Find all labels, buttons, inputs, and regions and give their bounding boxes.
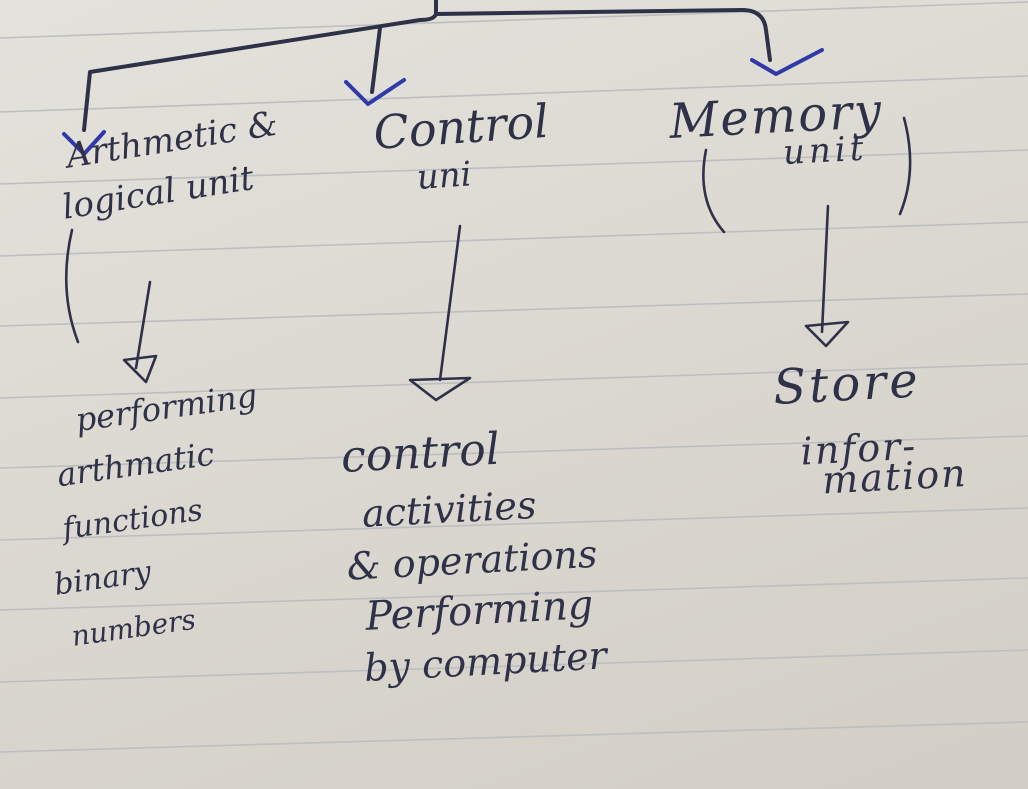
hand-brackets [64,116,912,344]
unit-alu-description-line-3: functions [60,492,205,548]
unit-alu-description-line-2: arthmatic [54,434,217,495]
unit-control-description-line-4: Performing [364,582,595,640]
unit-memory-description: Store infor- mation [771,352,969,502]
unit-control-description-line-1: control [339,423,501,483]
down-arrows [122,204,850,402]
unit-memory-title: Memory unit [668,83,886,176]
unit-alu-description-line-4: binary [52,554,154,603]
unit-control-description-line-3: & operations [345,531,599,589]
unit-control-title-line-1: Control [371,93,551,160]
unit-memory-description-line-1: Store [771,352,922,416]
unit-control-description: control activities & operations Performi… [339,423,608,690]
connector-tree [82,0,772,132]
unit-control-title: Control uni [371,93,553,198]
blue-arrowheads [62,48,824,156]
ruled-lines [0,1,1028,753]
unit-control-description-line-2: activities [360,482,538,536]
unit-alu-description: performing arthmatic functions binary nu… [20,376,259,654]
unit-memory-description-line-3: mation [821,450,969,503]
